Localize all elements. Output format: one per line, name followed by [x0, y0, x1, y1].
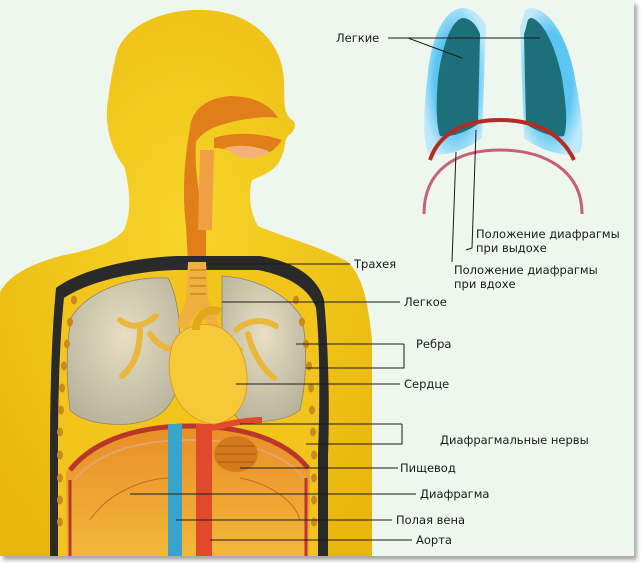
label-inhale-line2: при вдохе	[454, 277, 516, 291]
label-lungs: Легкие	[336, 31, 379, 45]
label-phrenic-nerves: Диафрагмальные нервы	[440, 433, 589, 447]
airway	[183, 96, 282, 262]
label-inhale-line1: Положение диафрагмы	[454, 263, 598, 277]
label-lung: Легкое	[404, 295, 447, 309]
label-ribs: Ребра	[416, 337, 451, 351]
label-vena-cava: Полая вена	[396, 513, 465, 527]
heart	[168, 306, 248, 425]
label-heart: Сердце	[404, 377, 449, 391]
diagram-frame: Легкие Положение диафрагмы при выдохе По…	[0, 0, 634, 556]
label-exhale-line1: Положение диафрагмы	[476, 227, 620, 241]
label-diaphragm: Диафрагма	[420, 487, 489, 501]
leader-lines	[130, 37, 540, 541]
inset-lungs	[422, 8, 584, 215]
label-exhale-line2: при выдохе	[476, 241, 547, 255]
label-aorta: Аорта	[416, 533, 452, 547]
diaphragm	[66, 423, 310, 556]
esophagus	[214, 436, 258, 472]
aorta	[196, 417, 263, 556]
label-esophagus: Пищевод	[400, 461, 456, 475]
label-trachea: Трахея	[353, 257, 396, 271]
vena-cava	[168, 424, 182, 556]
respiratory-diagram: Легкие Положение диафрагмы при выдохе По…	[0, 8, 620, 556]
